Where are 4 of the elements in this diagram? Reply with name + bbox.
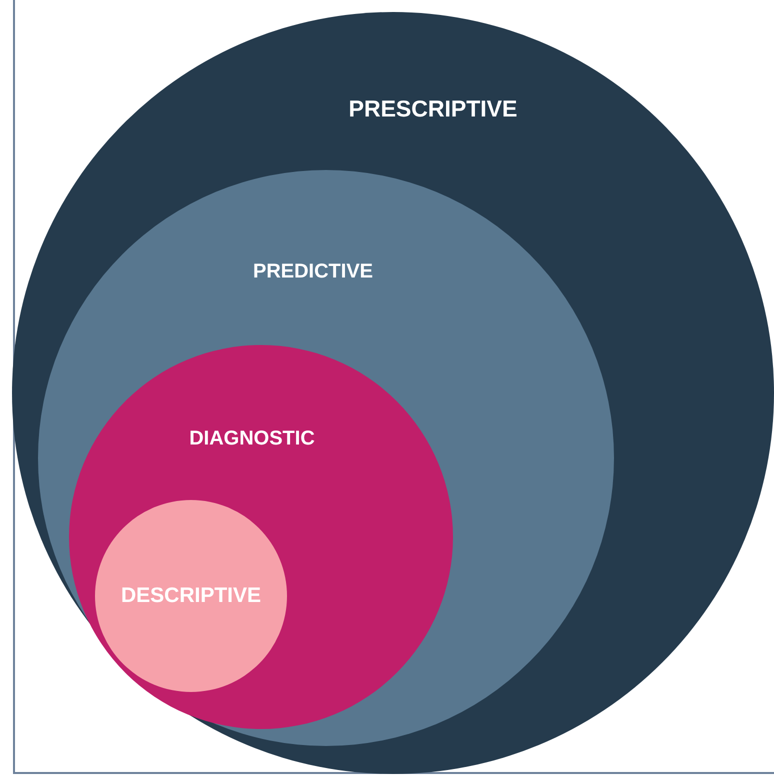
- circle-label: DIAGNOSTIC: [189, 428, 315, 450]
- circle-label: DESCRIPTIVE: [120, 584, 262, 608]
- circle-label: PRESCRIPTIVE: [348, 96, 518, 122]
- circle-label: PREDICTIVE: [252, 260, 374, 284]
